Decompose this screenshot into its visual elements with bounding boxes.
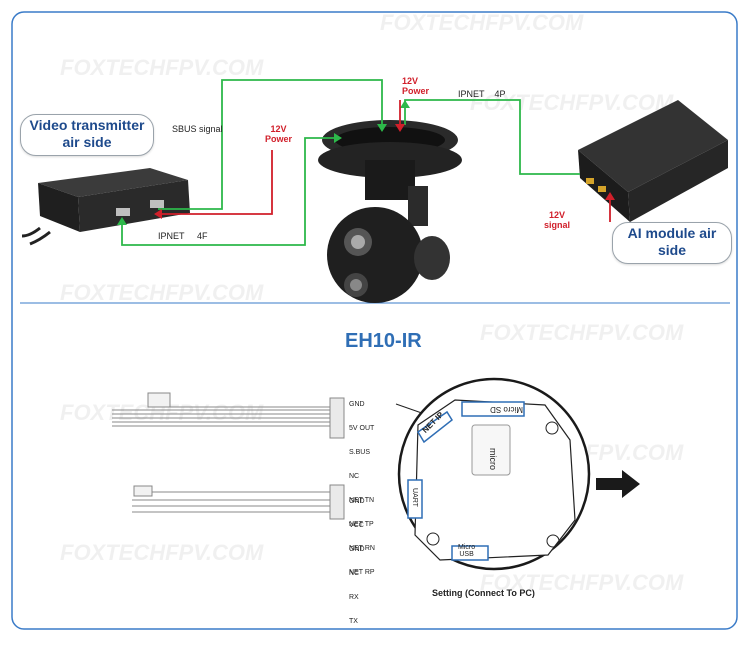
power-left-voltage: 12V (270, 124, 287, 134)
power-top-text: Power (402, 86, 430, 96)
conn1-pin-0: GND (349, 401, 365, 408)
micro-usb-text-1: Micro (458, 544, 476, 551)
micro-usb-label: Micro USB (458, 544, 475, 558)
conn1-pin-5: NET TP (349, 521, 374, 528)
power-left-text: Power (265, 134, 293, 144)
ipnet-top-pins: 4P (494, 89, 506, 99)
conn1-pin-4: NET TN (349, 497, 375, 504)
ai-module-label: AI module air side (612, 222, 732, 264)
ipnet-4f-wire (121, 137, 338, 246)
conn1-pin-6: NET RN (349, 545, 375, 552)
conn2-pin-list: GND VCC GND NC RX TX (349, 482, 365, 634)
power-top-label: 12V Power (402, 76, 429, 96)
uart-label: UART (410, 488, 418, 507)
ipnet-top-label: IPNET 4P (458, 89, 506, 99)
micro-usb-text-2: USB (459, 551, 474, 558)
conn2-pin-0: GND (349, 498, 365, 505)
red-arrowheads (154, 124, 615, 219)
video-transmitter-label: Video transmitter air side (20, 114, 154, 156)
ipnet-4p-wire (404, 99, 580, 175)
vt-label-line1: Video transmitter (29, 117, 145, 133)
ipnet-bottom-text: IPNET (158, 231, 185, 241)
watermark-2: FOXTECHFPV.COM (380, 10, 584, 35)
vt-label-line2: air side (62, 134, 112, 150)
ai-module-device (578, 100, 728, 222)
ai-label-line2: side (657, 242, 686, 258)
gimbal-camera (318, 120, 462, 303)
watermark-1: FOXTECHFPV.COM (60, 55, 264, 80)
net-ip-port (416, 410, 453, 444)
power-left-label: 12V Power (265, 124, 292, 144)
sbus-wire (158, 79, 383, 210)
conn1-pin-1: 5V OUT (349, 425, 375, 432)
conn2-pin-5: TX (349, 618, 358, 625)
conn2-pin-2: GND (349, 546, 365, 553)
harness-1 (112, 392, 345, 439)
ipnet-bottom-pins: 4F (197, 231, 208, 241)
micro-sd-slot (461, 401, 525, 417)
signal-right-text: signal (544, 220, 571, 230)
vt-port-left (116, 208, 130, 216)
conn2-pin-1: VCC (349, 522, 364, 529)
green-wires (121, 79, 580, 246)
signal-right-label: 12V signal (544, 210, 570, 230)
sbus-label: SBUS signal (172, 124, 223, 134)
vt-port-right (150, 200, 164, 208)
sd-card-label: micro (488, 448, 498, 470)
watermark-8: FOXTECHFPV.COM (60, 540, 264, 565)
conn1-pin-3: NC (349, 473, 360, 480)
conn1-pin-7: NET RP (349, 569, 375, 576)
setting-label: Setting (Connect To PC) (432, 588, 535, 598)
watermark-3: FOXTECHFPV.COM (470, 90, 674, 115)
model-title: EH10-IR (345, 330, 422, 352)
green-arrowheads (117, 100, 410, 225)
red-wires (158, 100, 611, 222)
harness-2 (132, 484, 345, 520)
signal-right-voltage: 12V (549, 210, 566, 220)
conn1-pin-list: GND 5V OUT S.BUS NC NET TN NET TP NET RN… (349, 385, 375, 585)
conn2-pin-4: RX (349, 594, 359, 601)
ipnet-top-text: IPNET (458, 89, 485, 99)
ipnet-bottom-label: IPNET 4F (158, 231, 208, 241)
power-left-wire (158, 150, 273, 215)
watermark-9: FOXTECHFPV.COM (480, 570, 684, 595)
watermark-4: FOXTECHFPV.COM (60, 280, 264, 305)
sd-card (471, 424, 511, 476)
micro-usb-port (451, 545, 489, 561)
ai-label-line1: AI module air (627, 225, 717, 241)
conn2-pin-3: NC (349, 570, 360, 577)
video-transmitter-device (21, 168, 190, 246)
right-arrow-icon (596, 470, 640, 498)
uart-port (407, 479, 423, 519)
power-top-voltage: 12V (402, 76, 419, 86)
conn1-pin-2: S.BUS (349, 449, 371, 456)
micro-sd-label: Micro SD (490, 405, 523, 414)
watermark-5: FOXTECHFPV.COM (480, 320, 684, 345)
board-diagram (395, 377, 591, 571)
